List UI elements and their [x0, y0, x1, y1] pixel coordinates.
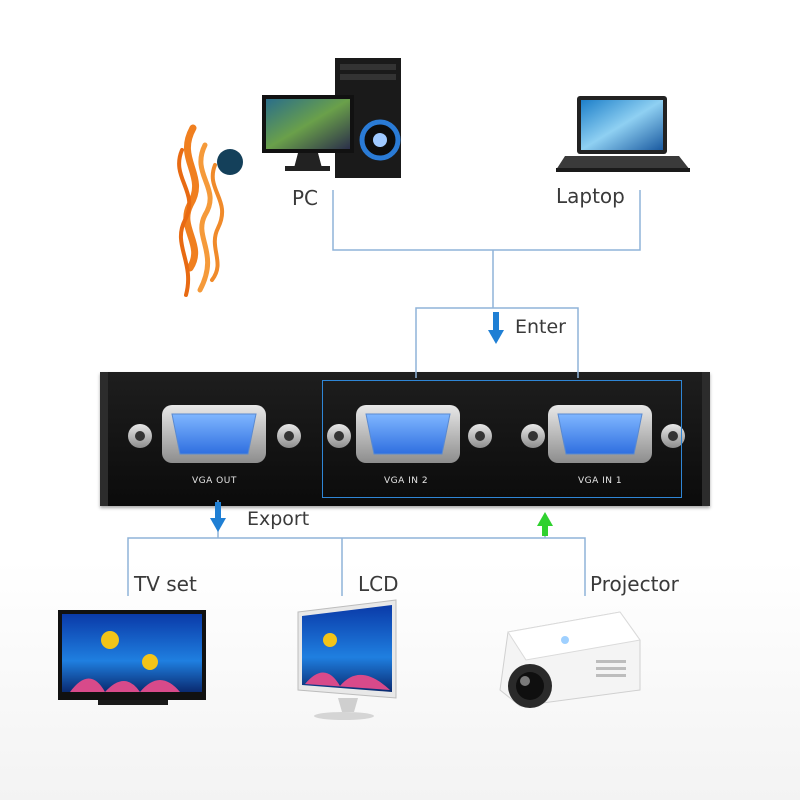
laptop-icon: [556, 96, 690, 172]
projector-icon: [499, 611, 641, 708]
vga-in-2-port: [327, 405, 492, 463]
vga-in-1-port: [521, 405, 685, 463]
tv-icon: [58, 610, 206, 705]
port-label-vga-in-1: VGA IN 1: [578, 476, 623, 486]
enter-label: Enter: [515, 316, 566, 338]
output-label-projector: Projector: [590, 572, 679, 596]
enter-arrow: [488, 312, 504, 344]
vga-out-port: [128, 405, 301, 463]
lcd-monitor-icon: [297, 599, 397, 720]
source-label-pc: PC: [292, 186, 319, 210]
output-label-tv: TV set: [134, 572, 197, 596]
port-label-vga-in-2: VGA IN 2: [384, 476, 429, 486]
port-label-vga-out: VGA OUT: [192, 476, 237, 486]
return-arrow: [537, 512, 553, 536]
output-label-lcd: LCD: [358, 572, 399, 596]
export-label: Export: [247, 508, 310, 530]
input-wires: [332, 190, 641, 378]
source-label-laptop: Laptop: [556, 184, 625, 208]
export-arrow: [210, 502, 226, 532]
desktop-pc-icon: [262, 58, 401, 178]
input-port-group: [322, 380, 682, 498]
brand-logo: [177, 124, 243, 297]
